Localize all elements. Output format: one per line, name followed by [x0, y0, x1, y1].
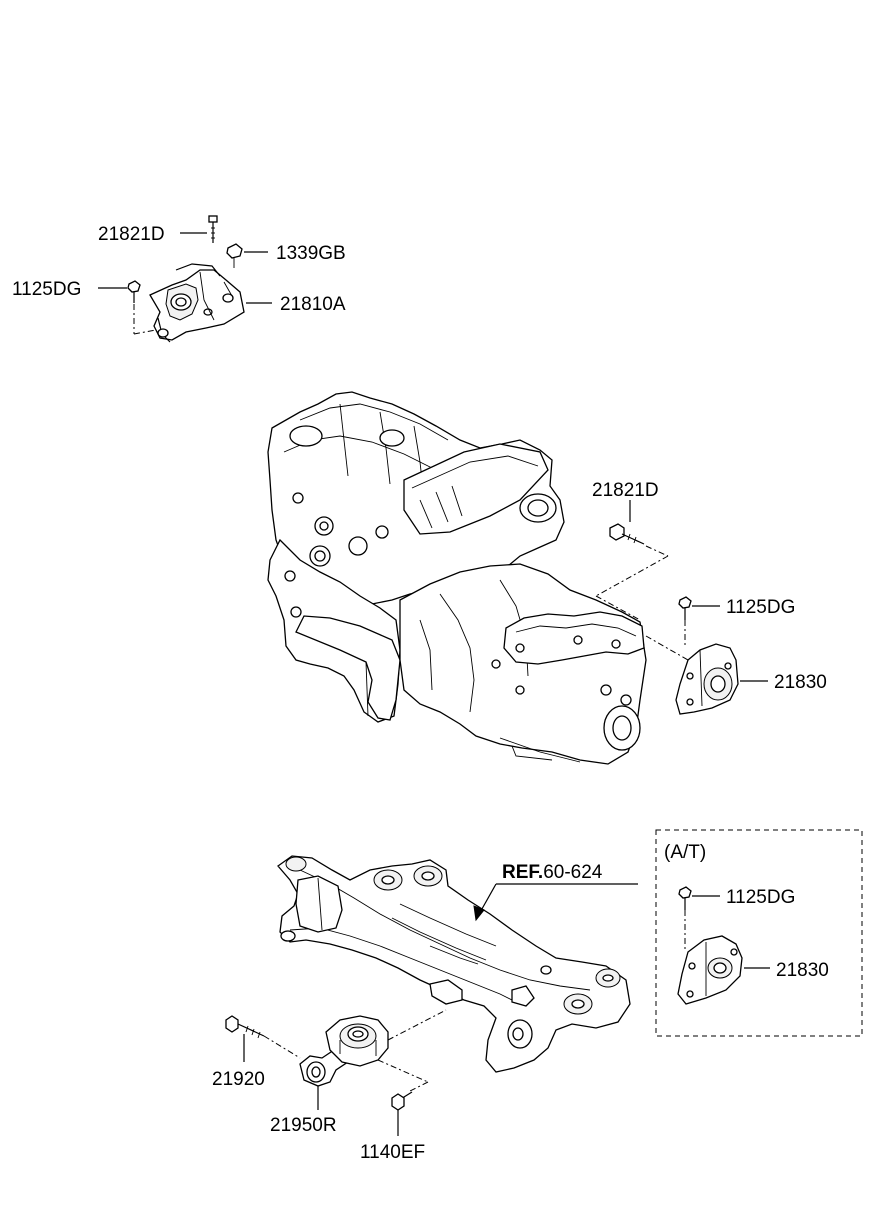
transaxle-mount-21830-at	[677, 886, 770, 1005]
bolt-1125DG-mid	[678, 596, 692, 620]
label-21920: 21920	[212, 1069, 265, 1090]
front-crossmember	[277, 855, 631, 1073]
at-box-title: (A/T)	[664, 842, 706, 863]
label-21810A: 21810A	[280, 294, 346, 315]
label-1339GB: 1339GB	[276, 243, 346, 264]
ref-label-bold: REF.	[502, 862, 543, 883]
label-21821D-top: 21821D	[98, 224, 165, 245]
bolt-21821D-top	[208, 215, 218, 243]
transaxle-mount-21830	[595, 500, 768, 715]
bolt-1140EF	[391, 1091, 413, 1111]
label-21830-at: 21830	[776, 960, 829, 981]
bolt-21920	[225, 1015, 265, 1039]
label-1125DG-top: 1125DG	[12, 279, 81, 300]
ref-label: REF.60-624	[502, 862, 603, 883]
engine-mount-bracket-21810A	[98, 215, 272, 343]
at-variant-box	[655, 829, 863, 1037]
roll-rod-mount-21950R	[225, 1009, 447, 1136]
label-21830-mid: 21830	[774, 672, 827, 693]
bolt-1125DG-at	[678, 886, 692, 910]
engine-transaxle-assembly	[267, 391, 647, 765]
ref-label-number: 60-624	[543, 862, 603, 883]
label-1140EF: 1140EF	[360, 1142, 425, 1163]
label-21950R: 21950R	[270, 1115, 337, 1136]
bolt-21821D-mid	[609, 523, 645, 545]
label-21821D-mid: 21821D	[592, 480, 659, 501]
bolt-1125DG-top	[127, 280, 141, 303]
nut-1339GB	[226, 243, 243, 268]
label-1125DG-at: 1125DG	[726, 887, 795, 908]
label-1125DG-mid: 1125DG	[726, 597, 795, 618]
